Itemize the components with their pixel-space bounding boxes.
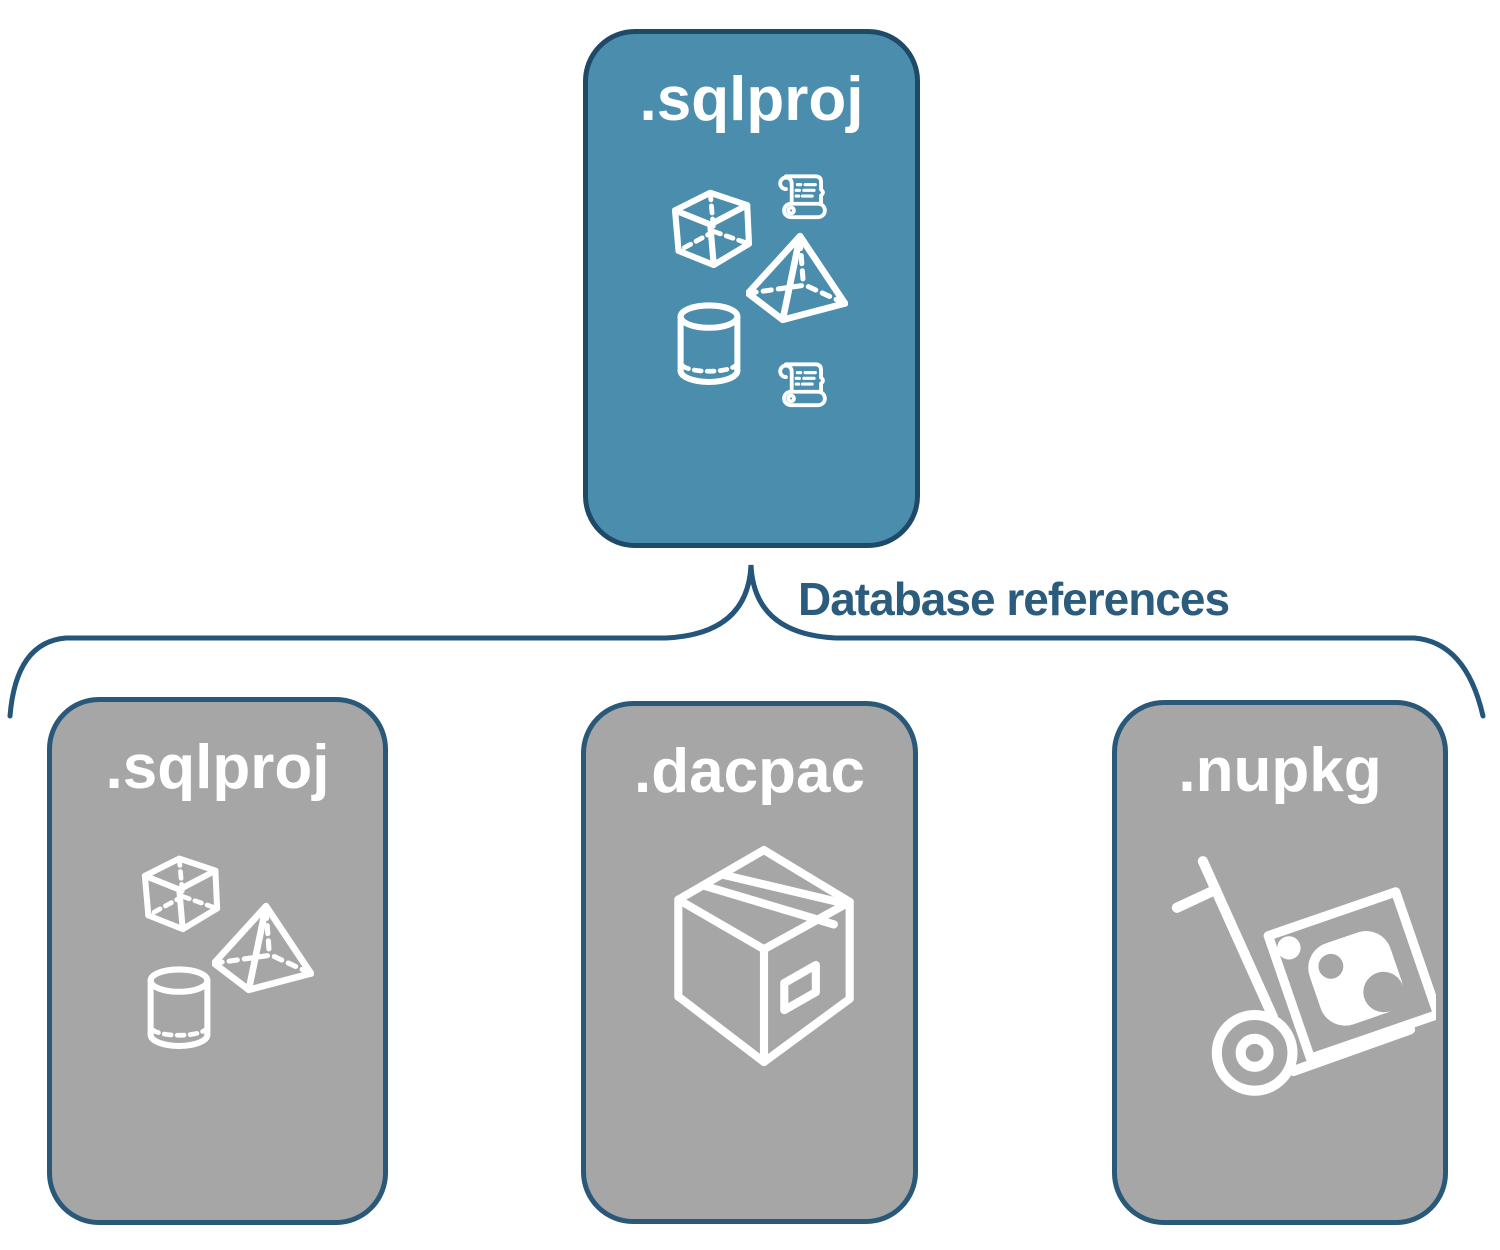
cylinder-icon <box>147 966 211 1049</box>
child-card-title: .nupkg <box>1178 736 1382 805</box>
pyramid-icon <box>212 902 314 994</box>
scroll-icon <box>778 362 827 408</box>
child-card-title: .dacpac <box>634 737 865 806</box>
scroll-icon <box>778 174 827 220</box>
child-card-dacpac: .dacpac <box>581 701 918 1224</box>
connector-label: Database references <box>798 573 1230 625</box>
cube-icon <box>141 855 221 933</box>
pyramid-icon <box>746 232 848 324</box>
root-card-sqlproj: .sqlproj <box>583 29 920 548</box>
child-card-title: .sqlproj <box>105 733 330 802</box>
root-card-title: .sqlproj <box>639 65 864 134</box>
package-box-icon <box>674 845 854 1067</box>
cylinder-icon <box>677 302 741 385</box>
hand-truck-package-icon <box>1171 856 1436 1096</box>
cube-icon <box>671 189 753 269</box>
child-card-sqlproj: .sqlproj <box>47 697 388 1225</box>
child-card-nupkg: .nupkg <box>1112 700 1448 1225</box>
